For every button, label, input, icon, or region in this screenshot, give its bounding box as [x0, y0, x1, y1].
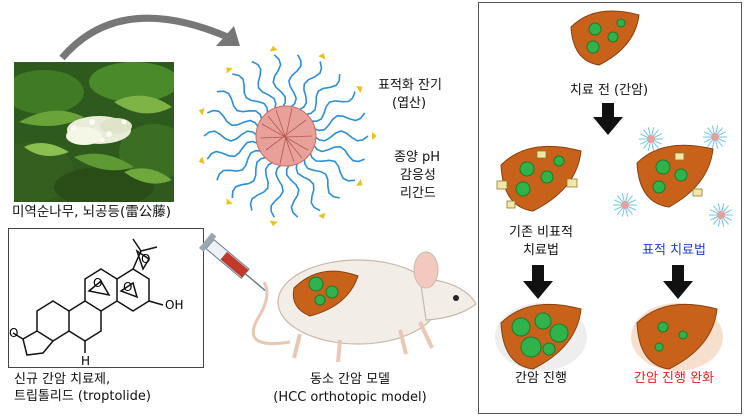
micelle-strand	[295, 161, 321, 212]
micelle-strand	[313, 130, 369, 142]
nanoparticle-burst-icon	[709, 203, 733, 227]
ligand-label-line1: 종양 pH	[394, 150, 441, 165]
targeting-ligand-tip	[269, 46, 278, 52]
syringe-icon	[198, 232, 266, 292]
liver-cancer-progressed	[495, 303, 587, 371]
micelle-strand	[251, 60, 277, 111]
micelle-strand	[270, 163, 284, 218]
targeting-ligand-tip	[356, 179, 363, 186]
plant-label: 미역순나무, 뇌공등(雷公藤)	[12, 204, 171, 220]
mouse-model-illustration	[251, 251, 477, 363]
mol-label-o-epoxide-1: O	[93, 276, 102, 290]
curved-arrow	[59, 14, 240, 61]
drug-label-line2: 트립톨리드 (troptolide)	[14, 389, 151, 404]
mol-label-h: H	[81, 354, 90, 368]
progress-label: 간암 진행	[515, 371, 567, 386]
micelle-strand	[216, 149, 263, 181]
treatment-comparison-panel: 치료 전 (간암) 기존 비표적 치료법 표적 치료법	[478, 2, 742, 414]
model-label-line2: (HCC orthotopic model)	[273, 390, 427, 405]
targeting-ligand-tip	[356, 86, 363, 93]
triptolide-structure-box: O O O O OH H	[8, 228, 204, 368]
micelle-strand	[304, 73, 341, 116]
micelle-strand	[207, 109, 260, 129]
conventional-label-line1: 기존 비표적	[509, 225, 573, 240]
micelle-strand	[231, 156, 268, 199]
before-treatment-label: 치료 전 (간암)	[569, 83, 649, 98]
ligand-label-line3: 리간드	[400, 186, 436, 201]
targeted-label: 표적 치료법	[642, 243, 706, 258]
liver-before-treatment	[570, 10, 640, 66]
mol-label-oh: OH	[165, 298, 183, 312]
micelle-strand	[308, 150, 356, 182]
nanoparticle-burst-icon	[703, 125, 727, 149]
nanoparticle-burst-icon	[639, 127, 663, 151]
down-arrow-icon-left	[523, 265, 553, 299]
micelle-strand	[297, 61, 323, 112]
down-arrow-icon	[593, 103, 623, 135]
conventional-label-line2: 치료법	[523, 243, 559, 258]
micelle-strand	[312, 143, 365, 163]
mol-label-o-lactone: O	[9, 326, 18, 340]
down-arrow-icon-right	[663, 265, 693, 299]
micelle-strand	[288, 54, 302, 109]
micelle-strand	[285, 163, 300, 218]
micelle-strand	[249, 160, 275, 211]
mol-label-o-epoxide-3: O	[141, 252, 150, 266]
targeting-label-line1: 표적화 잔기	[378, 78, 442, 93]
micelle-nanoparticle	[198, 46, 376, 226]
targeting-ligand-tip	[269, 220, 278, 226]
micelle-strand	[312, 112, 366, 132]
micelle-strand	[309, 91, 356, 123]
targeting-label-line2: (엽산)	[392, 96, 427, 111]
targeting-ligand-tip	[198, 156, 205, 165]
mol-label-o-epoxide-2: O	[123, 280, 132, 294]
micelle-strand	[232, 73, 269, 115]
targeting-ligand-tip	[226, 67, 233, 74]
nanoparticle-burst-icon	[613, 193, 637, 217]
liver-targeted-treatment	[613, 125, 733, 227]
drug-label-line1: 신규 간암 치료제,	[14, 372, 111, 387]
targeting-ligand-tip	[226, 198, 233, 205]
model-label-line1: 동소 간암 모델	[309, 372, 391, 387]
micelle-strand	[216, 90, 264, 122]
micelle-strand	[303, 157, 340, 199]
targeting-ligand-tip	[198, 107, 205, 116]
ligand-label-line2: 감응성	[400, 168, 436, 183]
liver-conventional-treatment	[496, 145, 582, 212]
micelle-strand	[272, 54, 287, 109]
micelle-strand	[206, 140, 260, 160]
targeting-ligand-tip	[318, 212, 326, 219]
targeting-ligand-tip	[318, 53, 326, 60]
relieved-label: 간암 진행 완화	[633, 371, 715, 386]
targeting-ligand-tip	[372, 132, 376, 140]
micelle-strand	[203, 130, 259, 142]
liver-progress-relieved	[631, 303, 723, 371]
plant-photo	[14, 62, 174, 202]
